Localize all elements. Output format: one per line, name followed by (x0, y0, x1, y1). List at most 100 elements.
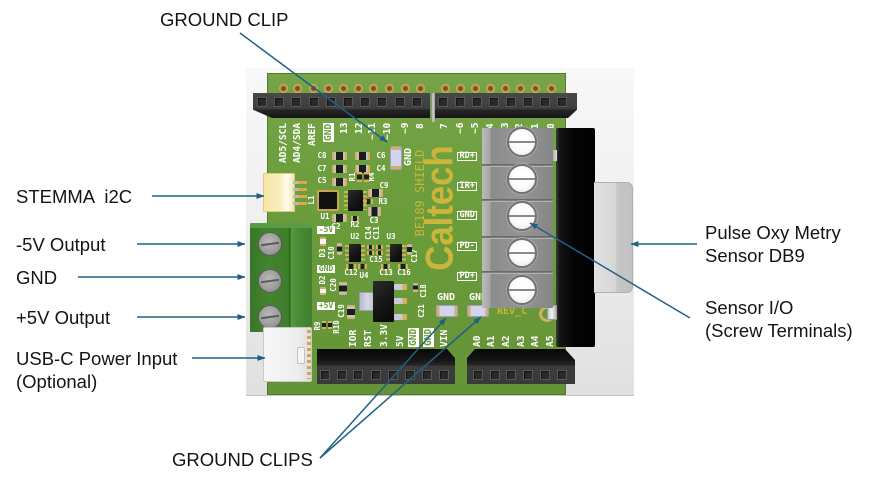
header-top-digital-right (435, 93, 577, 118)
capacitor-c8 (332, 152, 347, 160)
capacitor-c17 (407, 244, 412, 255)
ref-label: L1 (307, 195, 316, 205)
sensor-label-ir-plus: IR+ (457, 181, 478, 191)
ref-label: C10 (327, 246, 336, 260)
stemma-i2c-connector (263, 173, 295, 212)
header-socket (472, 97, 482, 107)
screw-icon (258, 232, 282, 256)
ref-label: D2 (318, 275, 327, 285)
pin-label: A2 (500, 335, 512, 347)
ref-label: C8 (317, 151, 327, 160)
capacitor-c14 (367, 245, 374, 249)
ic-u2 (345, 244, 365, 262)
ref-label: C13 (379, 268, 393, 277)
board-revision: REV_C (497, 306, 528, 317)
connector-pin (293, 188, 307, 191)
ref-label: C19 (337, 304, 346, 318)
pin-label: AD5/SCL (277, 123, 289, 164)
ref-label: C21 (417, 304, 426, 318)
power-label-pos-5v: +5V (317, 301, 335, 310)
capacitor-c13 (381, 264, 390, 269)
header-pad (530, 83, 540, 93)
callout-line: USB-C Power Input (16, 348, 178, 369)
header-socket (360, 97, 370, 107)
header-socket (540, 370, 550, 380)
ref-label: R3 (378, 197, 388, 206)
header-edge (431, 93, 435, 122)
pin-label: 13 (338, 123, 350, 135)
ref-label: C11 (372, 226, 381, 240)
ref-label: C12 (344, 268, 358, 277)
db9-tab (551, 150, 557, 161)
capacitor-c16 (398, 264, 408, 269)
pin-label-text: GND (407, 327, 419, 347)
header-pad (292, 83, 302, 93)
resistor-r9 (322, 321, 326, 329)
header-socket (455, 97, 465, 107)
capacitor-c10 (337, 243, 342, 255)
capacitor-c12 (346, 264, 356, 269)
callout-line: (Screw Terminals) (705, 320, 853, 341)
pin-label: A1 (485, 335, 497, 347)
passive-part (376, 251, 383, 255)
callout-sensor-io: Sensor I/O (Screw Terminals) (705, 296, 853, 342)
pin-label-text: GND (322, 123, 334, 143)
power-label-neg-5v: -5V (317, 224, 335, 234)
db9-connector-shell (594, 182, 633, 293)
ground-clip-label: GND (403, 147, 414, 167)
header-pad (323, 83, 333, 93)
header-pad (384, 83, 394, 93)
header-socket (395, 97, 405, 107)
callout-pos-5v-output: +5V Output (16, 307, 111, 328)
capacitor-c9 (368, 189, 383, 197)
power-label-gnd: GND (317, 263, 335, 273)
connector-pin (293, 195, 307, 198)
callout-line: Pulse Oxy Metry (705, 222, 841, 243)
ref-label: C18 (419, 284, 428, 298)
header-socket (422, 370, 432, 380)
header-pad (308, 83, 318, 93)
header-socket (438, 97, 448, 107)
inductor-l1 (317, 190, 339, 211)
capacitor-c5 (332, 178, 347, 186)
connector-pin (293, 181, 307, 184)
caltech-logo: Caltech (418, 145, 462, 271)
db9-connector-body (556, 128, 595, 347)
header-pad (440, 83, 450, 93)
sensor-label-gnd: GND (457, 211, 478, 220)
ref-label: R4 (367, 172, 376, 182)
ref-label: C5 (317, 176, 327, 185)
connector-pin (293, 202, 307, 205)
sensor-label-rd-plus: RD+ (457, 152, 478, 161)
ref-label: R2 (350, 220, 360, 229)
header-socket (506, 97, 516, 107)
header-pad (470, 83, 480, 93)
header-socket (388, 370, 398, 380)
header-socket (337, 370, 347, 380)
header-pad (278, 83, 288, 93)
regulator-pin (394, 284, 407, 290)
callout-ground-clips: GROUND CLIPS (172, 449, 313, 470)
ref-label: C9 (379, 181, 389, 190)
pin-label: ~5 (469, 123, 481, 135)
regulator-pin (394, 298, 407, 304)
pin-label: RST (362, 329, 374, 347)
header-socket (439, 370, 449, 380)
header-socket (377, 97, 387, 107)
header-socket (343, 97, 353, 107)
capacitor-c4 (355, 165, 370, 173)
callout-line: (Optional) (16, 371, 98, 392)
header-pad (368, 83, 378, 93)
header-pad (546, 83, 556, 93)
resistor-r3 (364, 199, 373, 204)
ref-label: C7 (317, 164, 327, 173)
header-pad (400, 83, 410, 93)
pin-label: 12 (353, 123, 365, 135)
ref-label: U2 (350, 232, 360, 241)
header-socket (291, 97, 301, 107)
header-socket (309, 97, 319, 107)
screw-icon (507, 275, 537, 305)
screw-icon (507, 164, 537, 194)
ground-clip-label: GND (468, 292, 488, 303)
